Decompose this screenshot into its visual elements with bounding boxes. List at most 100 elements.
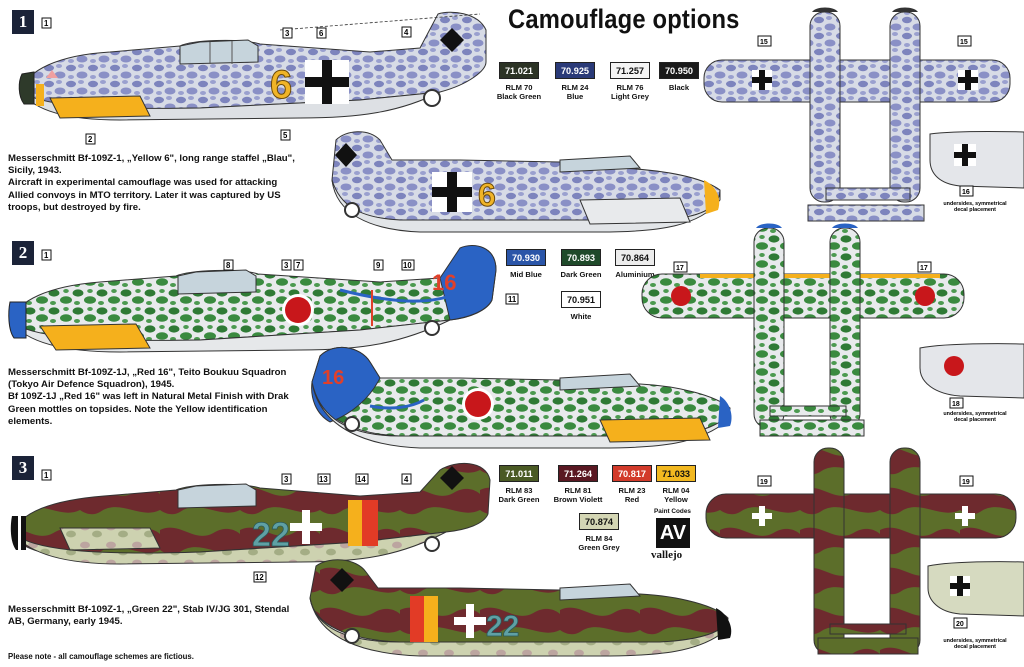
paint-swatch: 71.011 [499, 465, 539, 482]
underside-note: undersides, symmetrical [943, 638, 1007, 644]
swatch-label: Dark Green [560, 270, 602, 279]
paint-swatch: 70.893 [561, 249, 601, 266]
callout-4: 4 [404, 28, 409, 37]
fuselage-code-text: 6 [270, 63, 292, 107]
desc-line: troops, but destroyed by fire. [8, 201, 141, 213]
scheme-2-underside-detail: 18 undersides, symmetrical decal placeme… [919, 343, 1024, 423]
balkenkreuz-icon [752, 506, 772, 526]
vallejo-logo-icon: AV [656, 518, 690, 548]
hinomaru-icon [671, 286, 691, 306]
desc-line: (Tokyo Air Defence Squadron), 1945. [8, 379, 175, 391]
paint-swatch: 70.930 [506, 249, 546, 266]
scheme-2-planview: 17 17 [641, 223, 965, 437]
footer-note: Please note - all camouflage schemes are… [8, 652, 194, 661]
underside-note: decal placement [954, 417, 996, 423]
callout-5: 5 [283, 131, 288, 140]
hinomaru-icon [915, 286, 935, 306]
underside-note: decal placement [954, 207, 996, 213]
page-title: Camouflage options [508, 4, 740, 34]
paint-swatch: 71.033 [656, 465, 696, 482]
callout-16: 16 [962, 189, 970, 196]
paint-swatch: 70.950 [659, 62, 699, 79]
swatch-label: Black [668, 83, 690, 92]
scheme-3-underside-detail: 20 undersides, symmetrical decal placeme… [927, 561, 1024, 650]
underside-note: undersides, symmetrical [943, 201, 1007, 207]
callout-17: 17 [920, 265, 928, 272]
paint-swatch: 71.021 [499, 62, 539, 79]
desc-line: Green mottles on topsides. Note the Yell… [8, 403, 268, 415]
scheme-2-profile-left: 16 [8, 245, 497, 353]
paint-swatch: 70.925 [555, 62, 595, 79]
desc-line: Sicily, 1943. [8, 165, 62, 177]
fuselage-code-text: 16 [432, 270, 456, 295]
scheme-3-profile-left: 22 [10, 462, 491, 565]
callout-18: 18 [952, 401, 960, 408]
callout-3: 3 [285, 29, 290, 38]
vallejo-brand: vallejo [651, 549, 683, 561]
scheme-3-description: Messerschmitt Bf-109Z-1, „Green 22", Sta… [8, 604, 308, 628]
callout-1: 1 [44, 471, 49, 480]
callout-15: 15 [960, 39, 968, 46]
callout-4: 4 [404, 475, 409, 484]
desc-line: Messerschmitt Bf-109Z-1J, „Red 16", Teit… [8, 367, 287, 378]
balkenkreuz-icon [958, 70, 978, 90]
scheme-1-profile-right: 6 [331, 131, 721, 233]
paint-swatch: 70.864 [615, 249, 655, 266]
hinomaru-icon [944, 356, 964, 376]
balkenkreuz-icon [432, 172, 472, 212]
paint-codes-label: Paint Codes [654, 508, 691, 515]
callout-1: 1 [44, 251, 49, 260]
swastika-tail-icon [440, 28, 464, 52]
swastika-tail-icon [330, 568, 354, 592]
swastika-tail-icon [335, 143, 357, 167]
balkenkreuz-icon [305, 60, 349, 104]
fuselage-code-text: 6 [478, 177, 496, 213]
scheme-3-number: 3 [12, 456, 34, 480]
callout-14: 14 [357, 475, 366, 484]
scheme-2-description: Messerschmitt Bf-109Z-1J, „Red 16", Teit… [8, 367, 308, 428]
desc-line: elements. [8, 415, 53, 427]
balkenkreuz-icon [752, 70, 772, 90]
callout-6: 6 [319, 29, 324, 38]
callout-19: 19 [962, 479, 970, 486]
callout-2: 2 [88, 135, 93, 144]
paint-swatch: 71.264 [558, 465, 598, 482]
balkenkreuz-icon [290, 510, 322, 544]
callout-1: 1 [44, 19, 49, 28]
fuselage-code-text: 22 [252, 516, 290, 554]
callout-13: 13 [319, 475, 328, 484]
scheme-1-underside-detail: 16 undersides, symmetrical decal placeme… [929, 131, 1024, 213]
scheme-1-description: Messerschmitt Bf-109Z-1, „Yellow 6", lon… [8, 153, 308, 214]
scheme-2-profile-right: 16 [311, 346, 732, 449]
desc-line: Bf 109Z-1J „Red 16" was left in Natural … [8, 391, 289, 403]
scheme-3-profile-right: 22 [309, 559, 732, 657]
swatch-label: Mid Blue [510, 270, 542, 279]
scheme-3-planview: 19 19 [705, 447, 1017, 655]
callout-12: 12 [255, 573, 264, 582]
paint-swatch: 70.951 [561, 291, 601, 308]
swastika-tail-icon [440, 466, 464, 490]
hinomaru-icon [465, 391, 491, 417]
callout-7: 7 [296, 261, 300, 270]
paint-swatch: 70.874 [579, 513, 619, 530]
scheme-3-callouts: 1 3 13 14 4 12 [41, 469, 412, 583]
scheme-2-callouts: 1 8 3 7 9 10 11 [41, 249, 519, 305]
desc-line: Allied convoys in MTO territory. Later i… [8, 189, 281, 201]
swatch-label: Aluminium [615, 270, 655, 279]
fuselage-code-text: 22 [486, 610, 519, 643]
callout-9: 9 [376, 261, 381, 270]
scheme-1-planview: 15 15 [703, 7, 1011, 222]
paint-swatch: 70.817 [612, 465, 652, 482]
callout-8: 8 [226, 261, 231, 270]
callout-15: 15 [760, 39, 768, 46]
scheme-2-number: 2 [12, 241, 34, 265]
underside-note: undersides, symmetrical [943, 411, 1007, 417]
desc-line: AB, Germany, early 1945. [8, 616, 123, 628]
balkenkreuz-icon [950, 576, 970, 596]
